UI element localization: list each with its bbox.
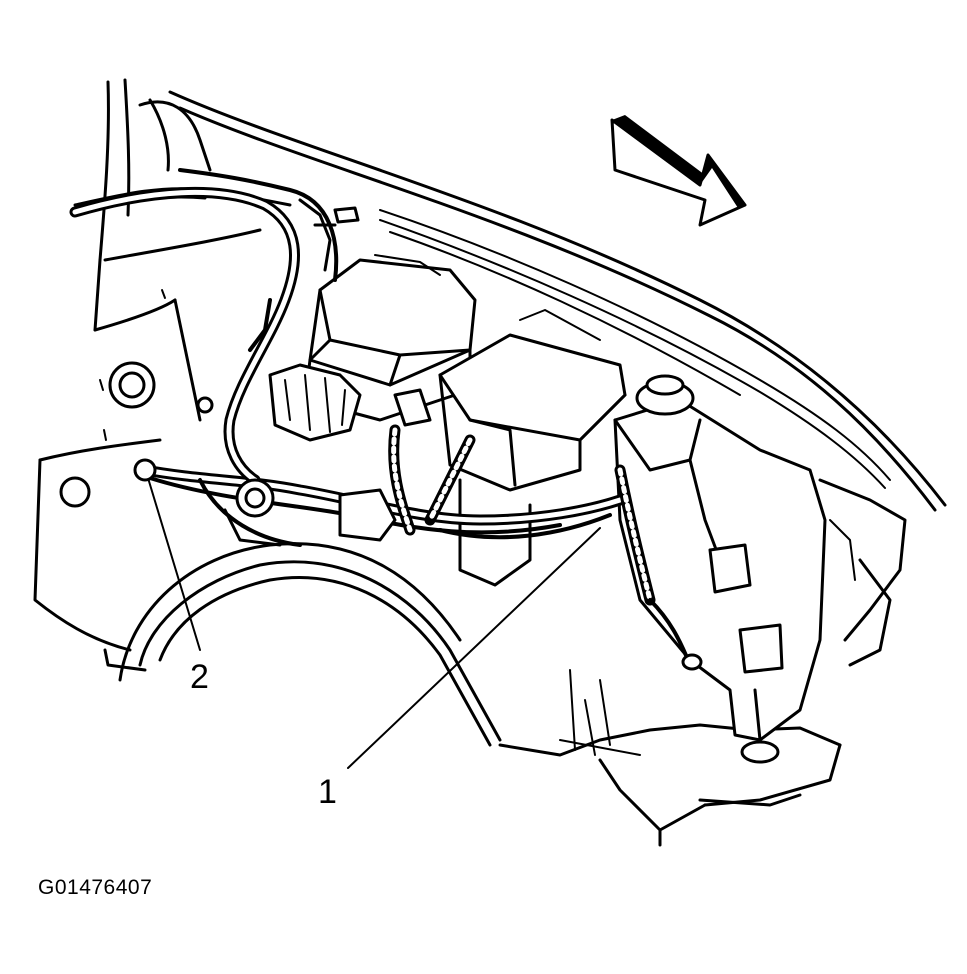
hood-edge — [168, 90, 947, 512]
corrugated-conduit — [388, 424, 703, 671]
connector-cluster — [223, 363, 432, 547]
cables-upper — [69, 168, 339, 486]
hood-hinge-bracket — [298, 198, 360, 272]
splash-shield — [498, 669, 842, 847]
control-module — [438, 309, 627, 587]
figure-identifier: G01476407 — [38, 876, 153, 899]
direction-arrow-icon — [610, 115, 747, 227]
callout-2-label: 2 — [190, 658, 209, 696]
callout-leaders — [133, 458, 601, 769]
coolant-reservoir — [613, 374, 827, 764]
callout-1-label: 1 — [318, 773, 337, 811]
front-bracket — [818, 478, 907, 667]
